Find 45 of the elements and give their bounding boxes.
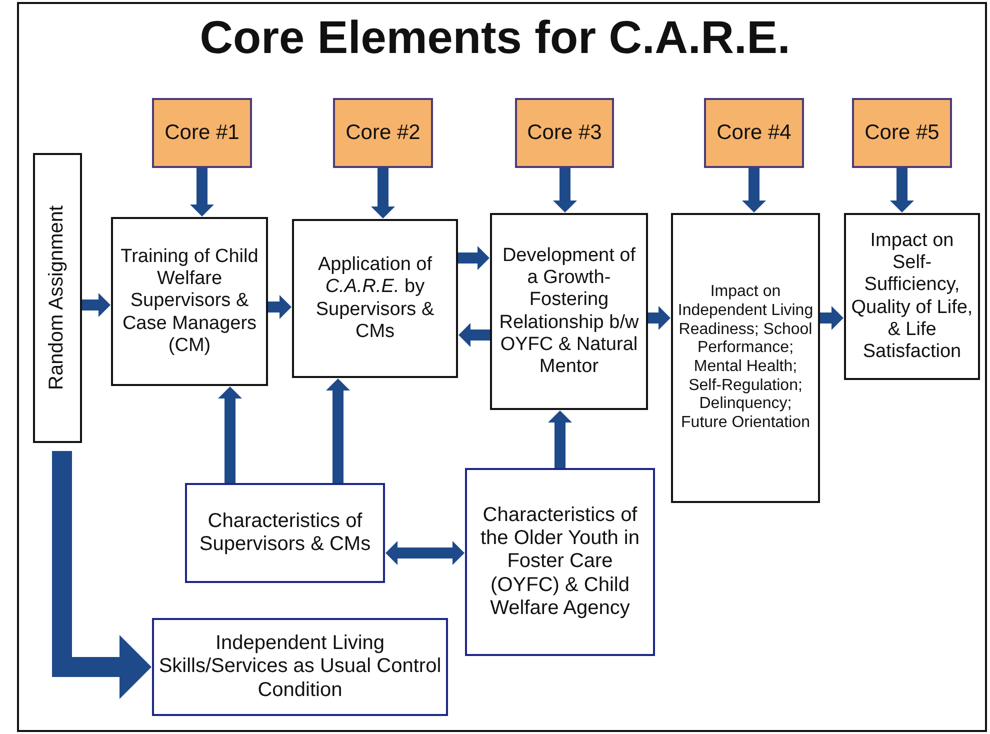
- block-arrow: [548, 410, 572, 468]
- node-text: Training of Child Welfare Supervisors & Case Managers (CM): [120, 246, 260, 358]
- block-arrow: [190, 168, 214, 216]
- core-box: [333, 98, 433, 168]
- node-text: Core #2: [346, 120, 420, 146]
- process-box: [490, 213, 648, 410]
- block-arrow: [553, 168, 577, 212]
- input-box: [465, 468, 655, 656]
- block-arrow: [890, 168, 914, 212]
- block-arrow: [648, 306, 670, 330]
- process-box: [844, 213, 980, 380]
- process-box: [111, 217, 268, 386]
- block-arrow: [326, 378, 350, 483]
- node-text: Random Assignment: [46, 206, 69, 390]
- block-arrow: [218, 386, 242, 483]
- vertical-box: [33, 153, 82, 443]
- node-text: Core #1: [164, 120, 240, 146]
- node-text: Characteristics of Supervisors & CMs: [198, 510, 372, 556]
- process-box: [292, 219, 458, 378]
- input-box: [152, 618, 448, 716]
- node-text: Application of C.A.R.E. by Supervisors & CMs: [314, 254, 436, 343]
- block-arrow: [820, 306, 844, 330]
- core-box: [515, 98, 614, 168]
- input-box: [185, 483, 385, 583]
- outcome-box: [671, 213, 820, 503]
- core-box: [852, 98, 952, 168]
- block-arrow: [458, 323, 490, 347]
- block-arrow: [371, 168, 395, 218]
- block-arrow: [458, 246, 490, 270]
- node-text: Development of a Growth-Fostering Relationship b/w OYFC & Natural Mentor: [498, 244, 640, 378]
- node-text: Independent Living Skills/Services as Usual Control Condition: [158, 632, 442, 702]
- block-arrow: [268, 295, 292, 319]
- node-text: Characteristics of the Older Youth in Foster Care (OYFC) & Child Welfare Agency: [479, 504, 640, 620]
- node-text: Impact on Independent Living Readiness; School Performance; Mental Health; Self-Regulation; Delinquency; Future Orientation: [676, 283, 814, 433]
- node-text: Impact on Self-Sufficiency, Quality of Life, & Life Satisfaction: [850, 230, 974, 364]
- node-text: Core #5: [864, 120, 940, 146]
- core-box: [152, 98, 252, 168]
- block-arrow: [742, 168, 766, 212]
- block-arrow: [82, 293, 110, 317]
- node-text: Core #4: [716, 120, 792, 146]
- node-text: Core #3: [527, 120, 602, 146]
- block-arrow: [386, 541, 464, 565]
- title: Core Elements for C.A.R.E.: [198, 10, 792, 64]
- block-arrow: [52, 451, 152, 699]
- core-box: [704, 98, 804, 168]
